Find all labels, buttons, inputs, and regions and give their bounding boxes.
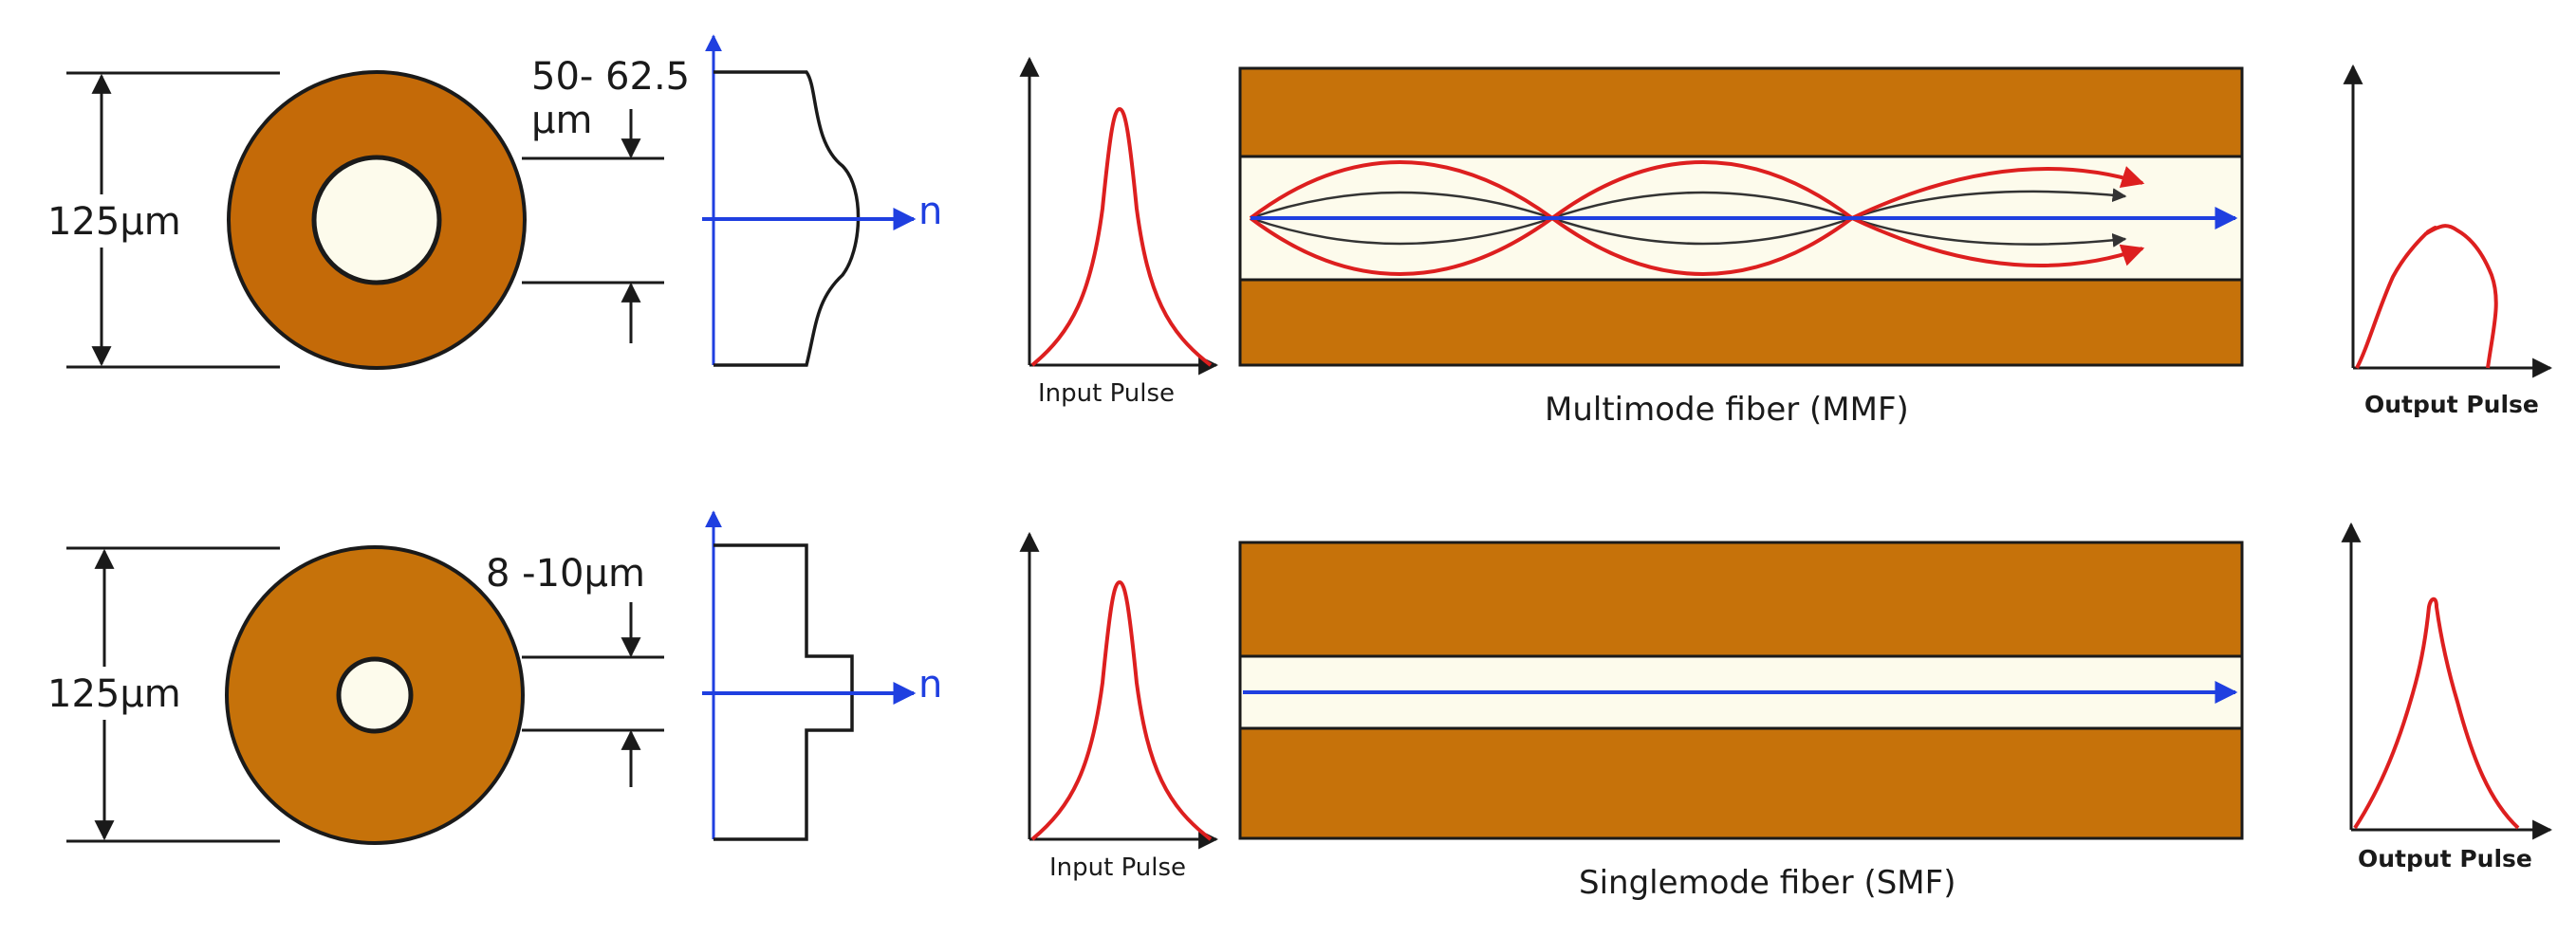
mmf-low-order-rays <box>1250 188 2127 248</box>
smf-fiber-upper-cladding <box>1238 541 2244 658</box>
smf-input-pulse-label: Input Pulse <box>1049 853 1186 882</box>
mmf-output-pulse-plot: Output Pulse <box>2343 64 2553 418</box>
smf-n-label: n <box>918 663 942 707</box>
smf-output-pulse-plot: Output Pulse <box>2341 522 2553 872</box>
smf-fiber: Singlemode fiber (SMF) <box>1238 541 2244 902</box>
mmf-fiber-lower-cladding <box>1238 278 2244 367</box>
mmf-core-diameter-unit: µm <box>531 99 592 142</box>
mmf-input-pulse-plot: Input Pulse <box>1019 56 1219 408</box>
mmf-row: 125µm 50- 62.5 µm n Input Pulse <box>43 34 2553 429</box>
smf-output-pulse-label: Output Pulse <box>2358 845 2532 872</box>
smf-input-pulse-curve <box>1030 579 1213 841</box>
mmf-index-profile: n <box>702 34 942 367</box>
smf-output-pulse-curve <box>2353 596 2520 830</box>
smf-cross-section: 125µm 8 -10µm <box>43 545 664 845</box>
smf-cladding-diameter-label: 125µm <box>47 672 181 716</box>
smf-fiber-label: Singlemode fiber (SMF) <box>1579 864 1955 902</box>
mmf-fiber-upper-cladding <box>1238 66 2244 158</box>
smf-core-diameter-label: 8 -10µm <box>486 552 645 596</box>
smf-index-profile: n <box>702 510 942 841</box>
mmf-input-pulse-label: Input Pulse <box>1038 379 1175 408</box>
mmf-output-pulse-label: Output Pulse <box>2364 391 2539 418</box>
mmf-core-diameter-label: 50- 62.5 <box>531 55 690 99</box>
mmf-cladding-diameter-label: 125µm <box>47 200 181 244</box>
smf-fiber-lower-cladding <box>1238 726 2244 840</box>
smf-input-pulse-plot: Input Pulse <box>1019 531 1219 882</box>
mmf-fiber: Multimode fiber (MMF) <box>1238 66 2244 429</box>
mmf-fiber-label: Multimode fiber (MMF) <box>1545 391 1909 429</box>
mmf-n-label: n <box>918 190 942 233</box>
smf-row: 125µm 8 -10µm n Input Pulse <box>43 510 2553 902</box>
mmf-high-order-rays <box>1249 160 2145 276</box>
mmf-output-pulse-shape <box>2355 224 2498 369</box>
smf-core-circle <box>336 656 414 734</box>
mmf-input-pulse-curve <box>1030 106 1213 367</box>
mmf-core-circle <box>311 155 442 285</box>
mmf-cross-section: 125µm 50- 62.5 µm <box>43 55 690 370</box>
